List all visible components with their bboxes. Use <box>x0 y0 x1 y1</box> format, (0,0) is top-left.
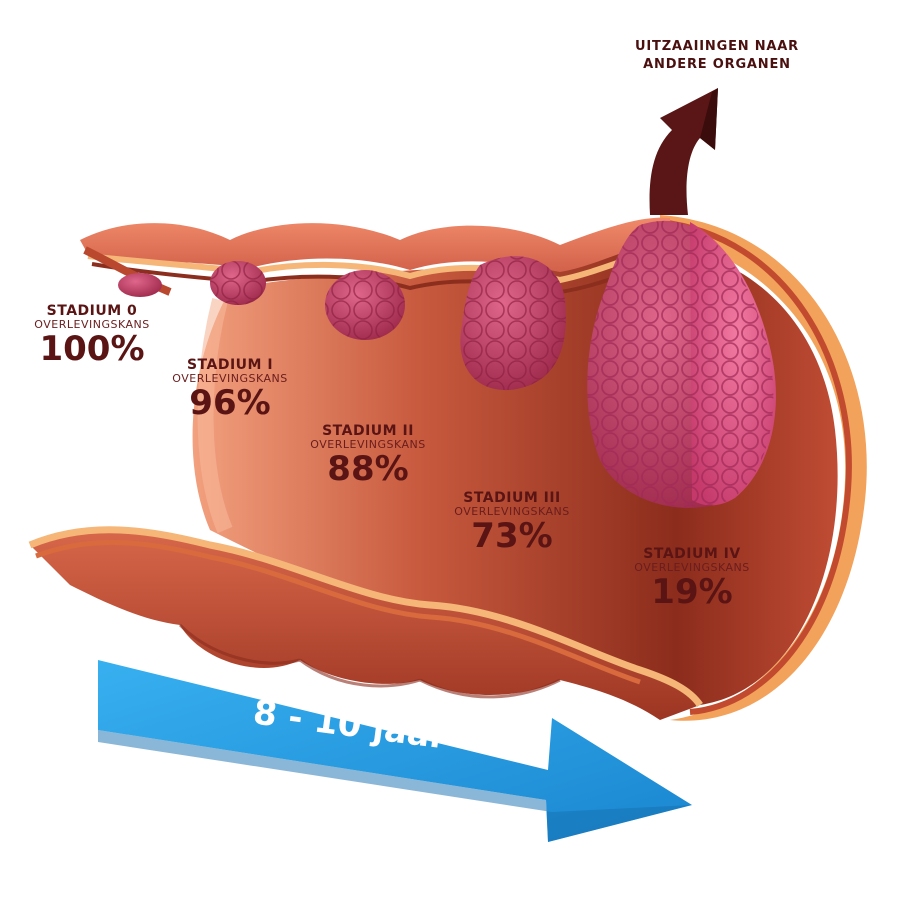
metastasis-line-2: ANDERE ORGANEN <box>643 56 791 72</box>
tumor-stage-0 <box>118 273 162 297</box>
stage-percent: 73% <box>471 516 553 557</box>
stage-title: STADIUM 0 <box>46 303 138 319</box>
stage-3-label: STADIUM III OVERLEVINGSKANS 73% <box>432 491 592 555</box>
stage-percent: 19% <box>651 572 733 613</box>
stage-title: STADIUM III <box>463 490 561 506</box>
stage-caption: OVERLEVINGSKANS <box>634 560 750 574</box>
metastasis-label: UITZAAIINGEN NAAR ANDERE ORGANEN <box>612 38 822 73</box>
timeline-arrow <box>98 660 692 842</box>
stage-title: STADIUM II <box>322 423 414 439</box>
stage-4-label: STADIUM IV OVERLEVINGSKANS 19% <box>612 547 772 611</box>
tumor-stage-4 <box>587 220 776 508</box>
stage-1-label: STADIUM I OVERLEVINGSKANS 96% <box>150 358 310 422</box>
metastasis-line-1: UITZAAIINGEN NAAR <box>635 39 799 54</box>
stage-caption: OVERLEVINGSKANS <box>34 317 150 331</box>
stage-percent: 88% <box>327 449 409 490</box>
stage-caption: OVERLEVINGSKANS <box>454 504 570 518</box>
tumor-stage-1 <box>210 261 266 305</box>
stage-percent: 100% <box>39 329 145 370</box>
stage-caption: OVERLEVINGSKANS <box>172 371 288 385</box>
stage-0-label: STADIUM 0 OVERLEVINGSKANS 100% <box>12 304 172 368</box>
metastasis-arrow <box>649 88 718 215</box>
colon-bottom-wall <box>28 526 703 720</box>
stage-title: STADIUM IV <box>643 546 741 562</box>
stage-caption: OVERLEVINGSKANS <box>310 437 426 451</box>
stage-title: STADIUM I <box>186 357 274 373</box>
stage-2-label: STADIUM II OVERLEVINGSKANS 88% <box>288 424 448 488</box>
stage-percent: 96% <box>189 383 271 424</box>
tumor-stage-3 <box>460 256 566 391</box>
colon-rim <box>659 215 867 721</box>
tumor-stage-2 <box>325 270 405 340</box>
